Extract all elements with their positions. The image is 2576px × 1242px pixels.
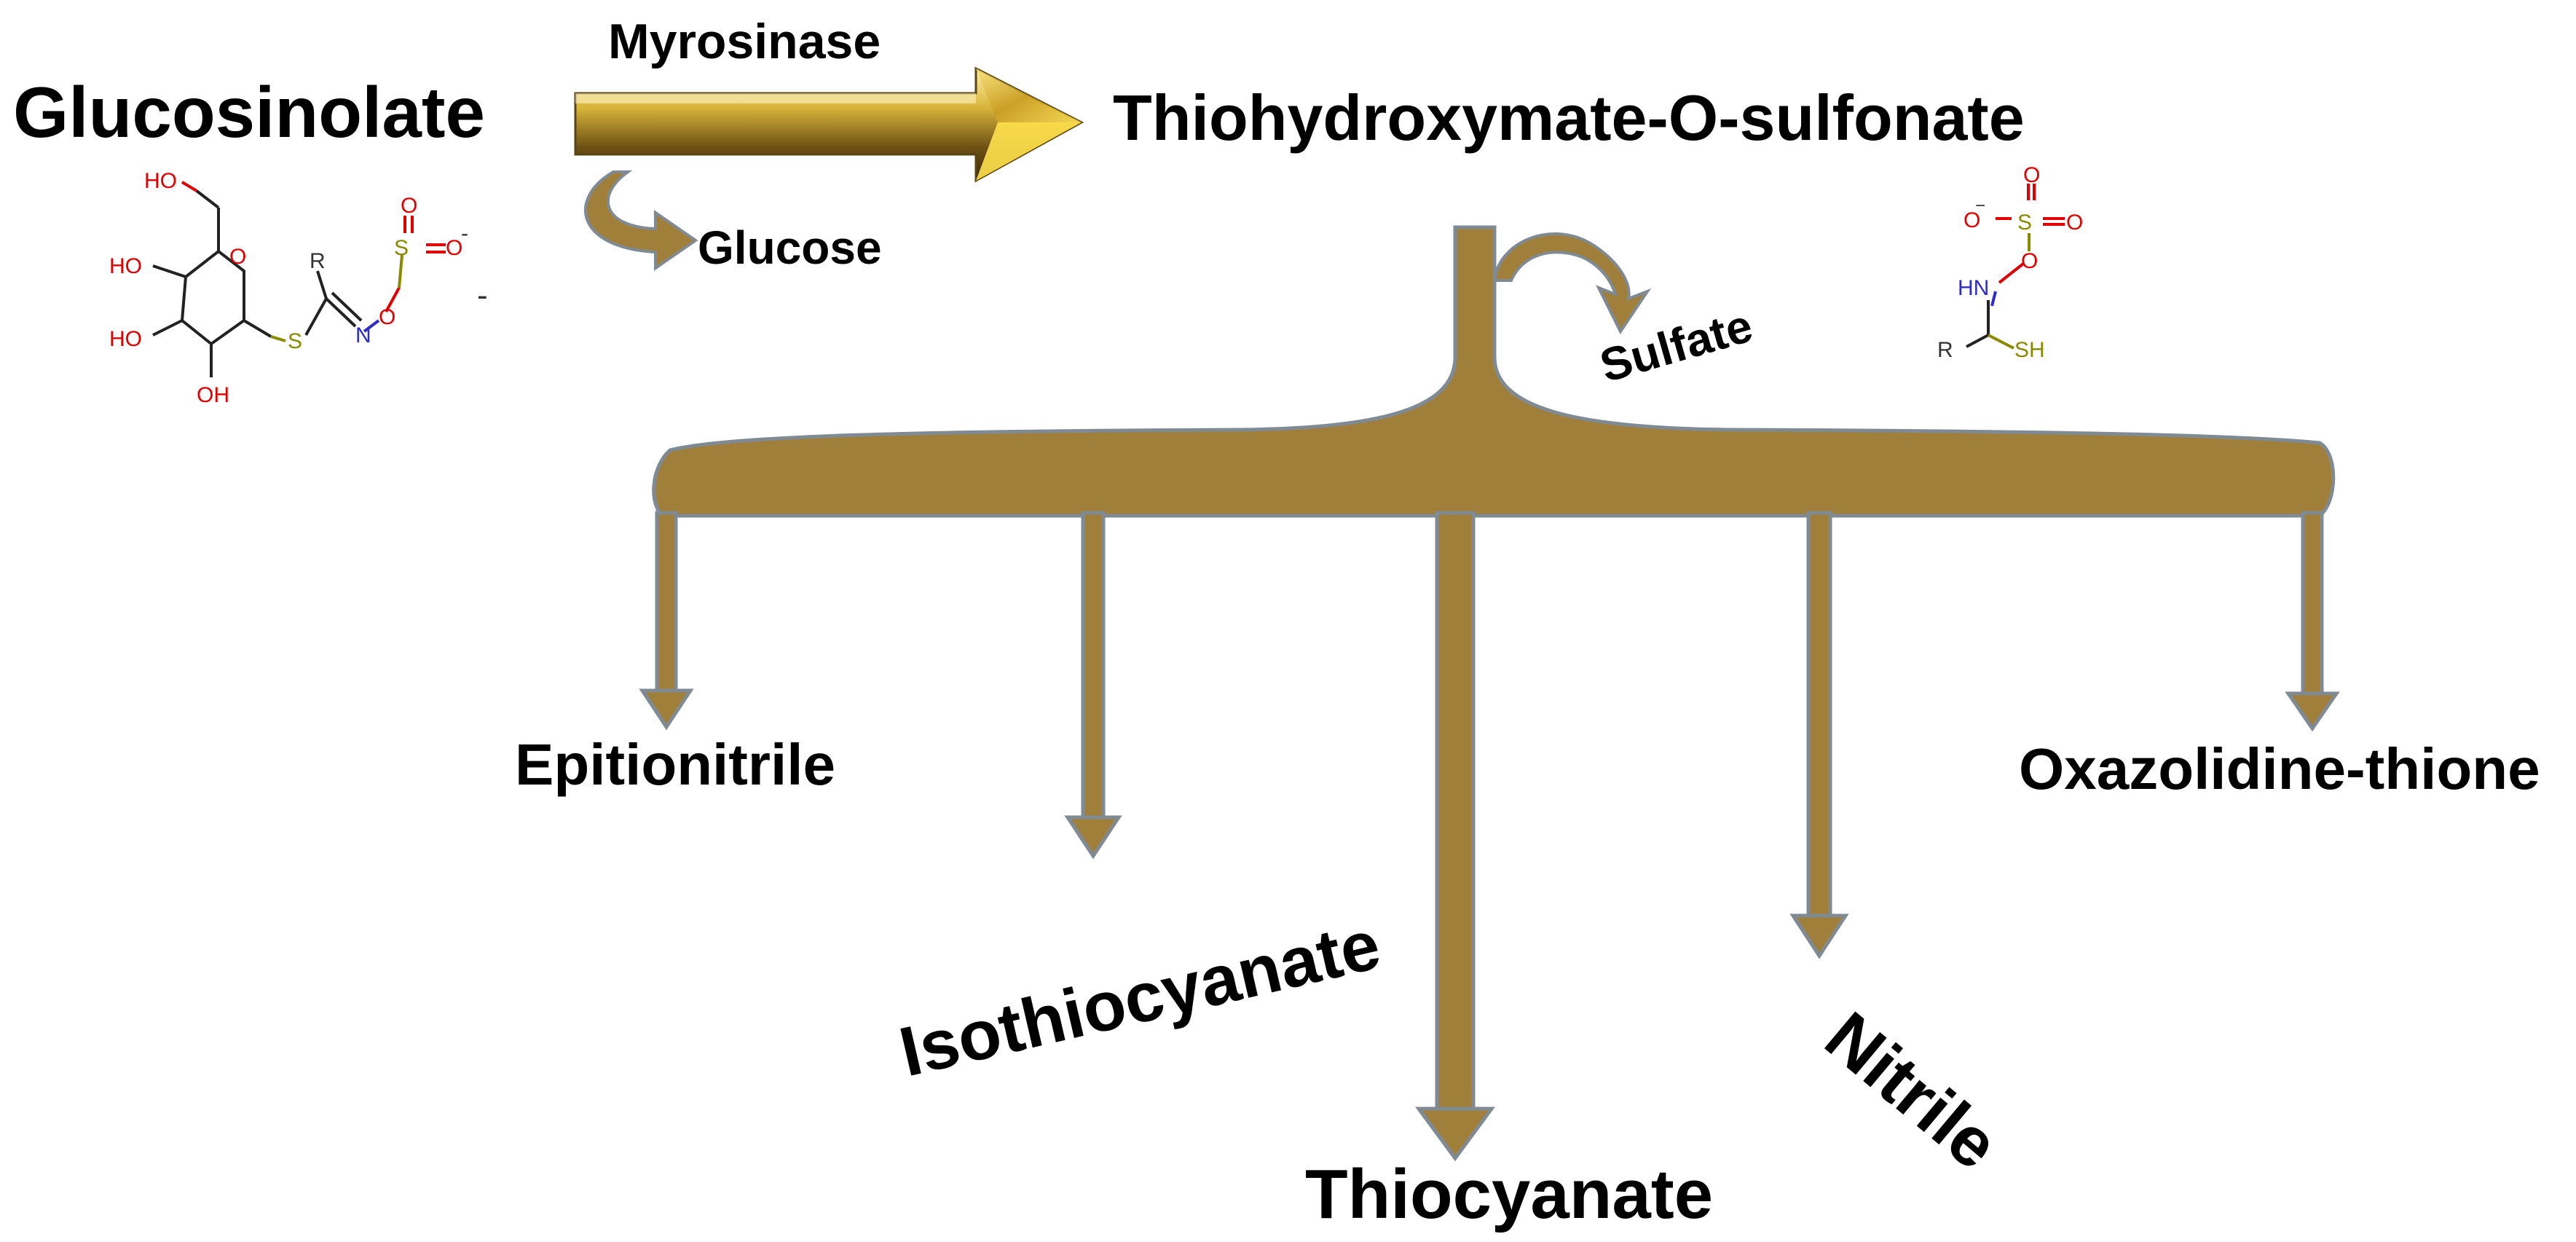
- product-epitionitrile: Epitionitrile: [515, 732, 835, 797]
- atom-oh-bottom: OH: [197, 383, 229, 407]
- arrow-to-oxazolidine-thione: [2285, 511, 2340, 732]
- atom-ho-left1: HO: [109, 254, 142, 278]
- atom-ho-left2: HO: [109, 327, 142, 351]
- glucose-release-arrow: [584, 170, 698, 271]
- enzyme-label: Myrosinase: [608, 14, 881, 69]
- atom-s: S: [288, 329, 302, 353]
- arrow-to-isothiocyanate: [1064, 511, 1122, 860]
- atom-ring-o: O: [229, 245, 246, 269]
- brace-stem: [652, 225, 2336, 518]
- product-thiocyanate: Thiocyanate: [1305, 1155, 1713, 1233]
- atom-minus: −: [1975, 196, 1985, 216]
- product-isothiocyanate: Isothiocyanate: [893, 905, 1387, 1091]
- atom-s-sulf: S: [394, 236, 409, 260]
- atom-ho-top: HO: [144, 169, 177, 193]
- product-oxazolidine-thione: Oxazolidine-thione: [2019, 736, 2540, 801]
- product-nitrile: Nitrile: [1811, 997, 2013, 1184]
- atom-o-left: O: [1963, 208, 1980, 232]
- atom-o-right: O: [446, 236, 462, 260]
- atom-s-center: S: [2017, 211, 2032, 235]
- branching-arrows: [639, 225, 2340, 1162]
- myrosinase-arrow: [574, 66, 1084, 183]
- atom-o-link: O: [379, 305, 395, 329]
- substrate-label: Glucosinolate: [13, 72, 485, 152]
- atom-o-top: O: [2023, 163, 2040, 187]
- atom-n: N: [355, 323, 371, 347]
- atom-minus-2: -: [477, 278, 488, 313]
- atom-hn: HN: [1958, 276, 1989, 300]
- atom-o-right: O: [2066, 211, 2083, 235]
- atom-o-link: O: [2021, 249, 2038, 273]
- arrow-to-thiocyanate: [1415, 511, 1495, 1162]
- atom-r: R: [310, 249, 326, 273]
- atom-r: R: [1937, 338, 1953, 362]
- arrow-to-nitrile: [1789, 511, 1849, 959]
- intermediate-label: Thiohydroxymate-O-sulfonate: [1113, 82, 2025, 154]
- arrow-to-epitionitrile: [639, 511, 694, 731]
- atom-minus-1: -: [461, 221, 468, 245]
- thiohydroxymate-structure: O − S O O O HN R SH: [1937, 163, 2083, 362]
- glucosinolate-structure: HO HO HO OH O S R N O S O O - -: [109, 169, 488, 407]
- glucose-label: Glucose: [698, 221, 882, 274]
- atom-sh: SH: [2014, 338, 2045, 362]
- sulfate-release-arrow: [1492, 232, 1652, 334]
- atom-o-top: O: [401, 194, 417, 218]
